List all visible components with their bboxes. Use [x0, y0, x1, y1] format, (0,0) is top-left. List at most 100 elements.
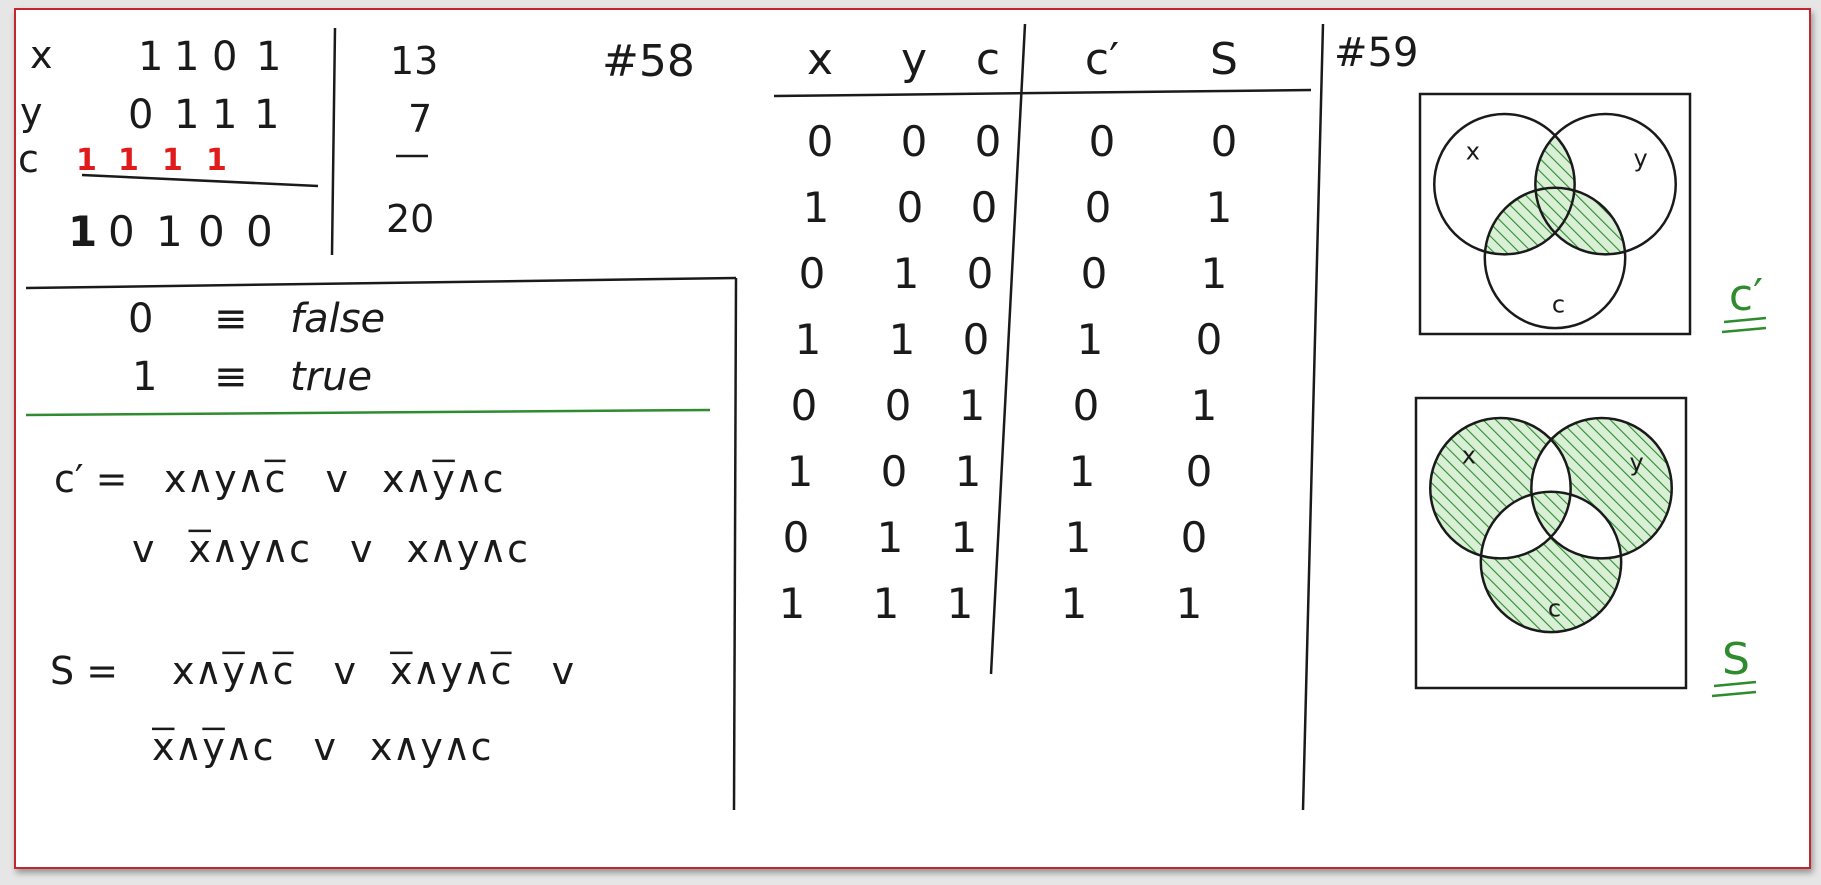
addition-y-digit: 1 — [254, 92, 279, 138]
s-term: x∧y∧c — [172, 649, 294, 693]
divider-table-venn — [1301, 23, 1325, 811]
table-cell: 1 — [1201, 249, 1228, 298]
table-cell: 1 — [1206, 183, 1233, 232]
table-cell: 1 — [1061, 579, 1088, 628]
encoding-word-false: false — [290, 296, 385, 342]
encoding-rel-0: ≡ — [214, 296, 248, 342]
table-cell: 1 — [1077, 315, 1104, 364]
venn-caption-underline — [1711, 690, 1757, 698]
table-cell: 0 — [1089, 117, 1116, 166]
table-cell: 0 — [1073, 381, 1100, 430]
table-cell: 0 — [971, 183, 998, 232]
carry-digit: 1 — [76, 143, 97, 178]
divider-left-table — [732, 277, 738, 811]
s-term: x∧y∧c — [390, 649, 512, 693]
table-cell: 1 — [947, 579, 974, 628]
table-cell: 0 — [799, 249, 826, 298]
problem-59-label: #59 — [1334, 30, 1418, 76]
carry-digit: 1 — [118, 143, 139, 178]
venn-frame — [1418, 92, 1692, 336]
table-cell: 1 — [955, 447, 982, 496]
venn-caption: S — [1722, 634, 1750, 685]
table-header: c′ — [1085, 34, 1119, 85]
table-cell: 1 — [893, 249, 920, 298]
venn-caption: c′ — [1729, 270, 1763, 321]
table-cell: 1 — [787, 447, 814, 496]
table-cell: 1 — [1065, 513, 1092, 562]
table-cell: 0 — [1181, 513, 1208, 562]
table-cell: 0 — [967, 249, 994, 298]
c-prime-lhs: c′ = — [54, 457, 127, 501]
table-cell: 0 — [791, 381, 818, 430]
addition-sum-digit: 0 — [198, 207, 225, 256]
addition-label-x: x — [30, 33, 53, 77]
addition-sum-digit: 0 — [246, 207, 273, 256]
addition-sum-line — [81, 173, 319, 188]
table-cell: 0 — [783, 513, 810, 562]
venn-circle — [1479, 490, 1623, 634]
venn-frame — [1414, 396, 1688, 690]
table-cell: 0 — [1196, 315, 1223, 364]
table-cell: 1 — [1176, 579, 1203, 628]
venn-set-label: c — [1552, 291, 1565, 319]
or-operator: v — [132, 527, 155, 571]
decimal-sum: 20 — [386, 197, 434, 241]
addition-x-digit: 1 — [174, 34, 199, 80]
venn-caption-underline — [1713, 680, 1757, 688]
venn-set-label: x — [1462, 442, 1476, 470]
encoding-bit-1: 1 — [132, 354, 157, 400]
divider-addition-decimal — [330, 27, 337, 256]
encoding-bit-0: 0 — [128, 296, 153, 342]
venn-circle — [1534, 112, 1677, 256]
table-cell: 1 — [959, 381, 986, 430]
decimal-x: 13 — [390, 39, 438, 83]
problem-58-label: #58 — [602, 36, 695, 87]
whiteboard: x y c 1 1 0 1 0 1 1 1 1 1 1 1 1 0 1 0 0 … — [14, 8, 1811, 869]
table-header: y — [901, 34, 927, 85]
table-cell: 1 — [1069, 447, 1096, 496]
addition-sum-digit: 1 — [68, 207, 97, 256]
or-operator: v — [350, 527, 373, 571]
table-cell: 0 — [1186, 447, 1213, 496]
addition-y-digit: 1 — [174, 92, 199, 138]
table-cell: 0 — [1211, 117, 1238, 166]
table-cell: 1 — [873, 579, 900, 628]
divider-encoding-equations — [25, 408, 711, 417]
table-cell: 1 — [1191, 381, 1218, 430]
or-operator: v — [326, 457, 349, 501]
divider-addition-encoding — [25, 276, 737, 290]
c-prime-term: x∧y∧c — [164, 457, 286, 501]
addition-y-digit: 1 — [212, 92, 237, 138]
c-prime-term: x∧y∧c — [382, 457, 504, 501]
venn-circle — [1530, 416, 1673, 560]
table-cell: 1 — [889, 315, 916, 364]
table-cell: 0 — [901, 117, 928, 166]
venn-circle — [1429, 416, 1572, 560]
table-cell: 1 — [951, 513, 978, 562]
encoding-rel-1: ≡ — [214, 354, 248, 400]
bit-encoding: 0 ≡ false 1 ≡ true — [128, 296, 385, 400]
venn-circle — [1483, 186, 1627, 330]
venn-caption-underline — [1723, 316, 1767, 324]
whiteboard-canvas: x y c 1 1 0 1 0 1 1 1 1 1 1 1 1 0 1 0 0 … — [18, 23, 1767, 811]
addition-sum-digit: 1 — [156, 207, 183, 256]
table-cell: 1 — [795, 315, 822, 364]
or-operator: v — [552, 649, 575, 693]
venn-set-label: y — [1634, 145, 1648, 173]
addition-x-digit: 1 — [256, 34, 281, 80]
table-cell: 0 — [881, 447, 908, 496]
venn-caption-underline — [1721, 326, 1767, 334]
table-cell: 1 — [779, 579, 806, 628]
table-header-underline — [773, 88, 1312, 98]
